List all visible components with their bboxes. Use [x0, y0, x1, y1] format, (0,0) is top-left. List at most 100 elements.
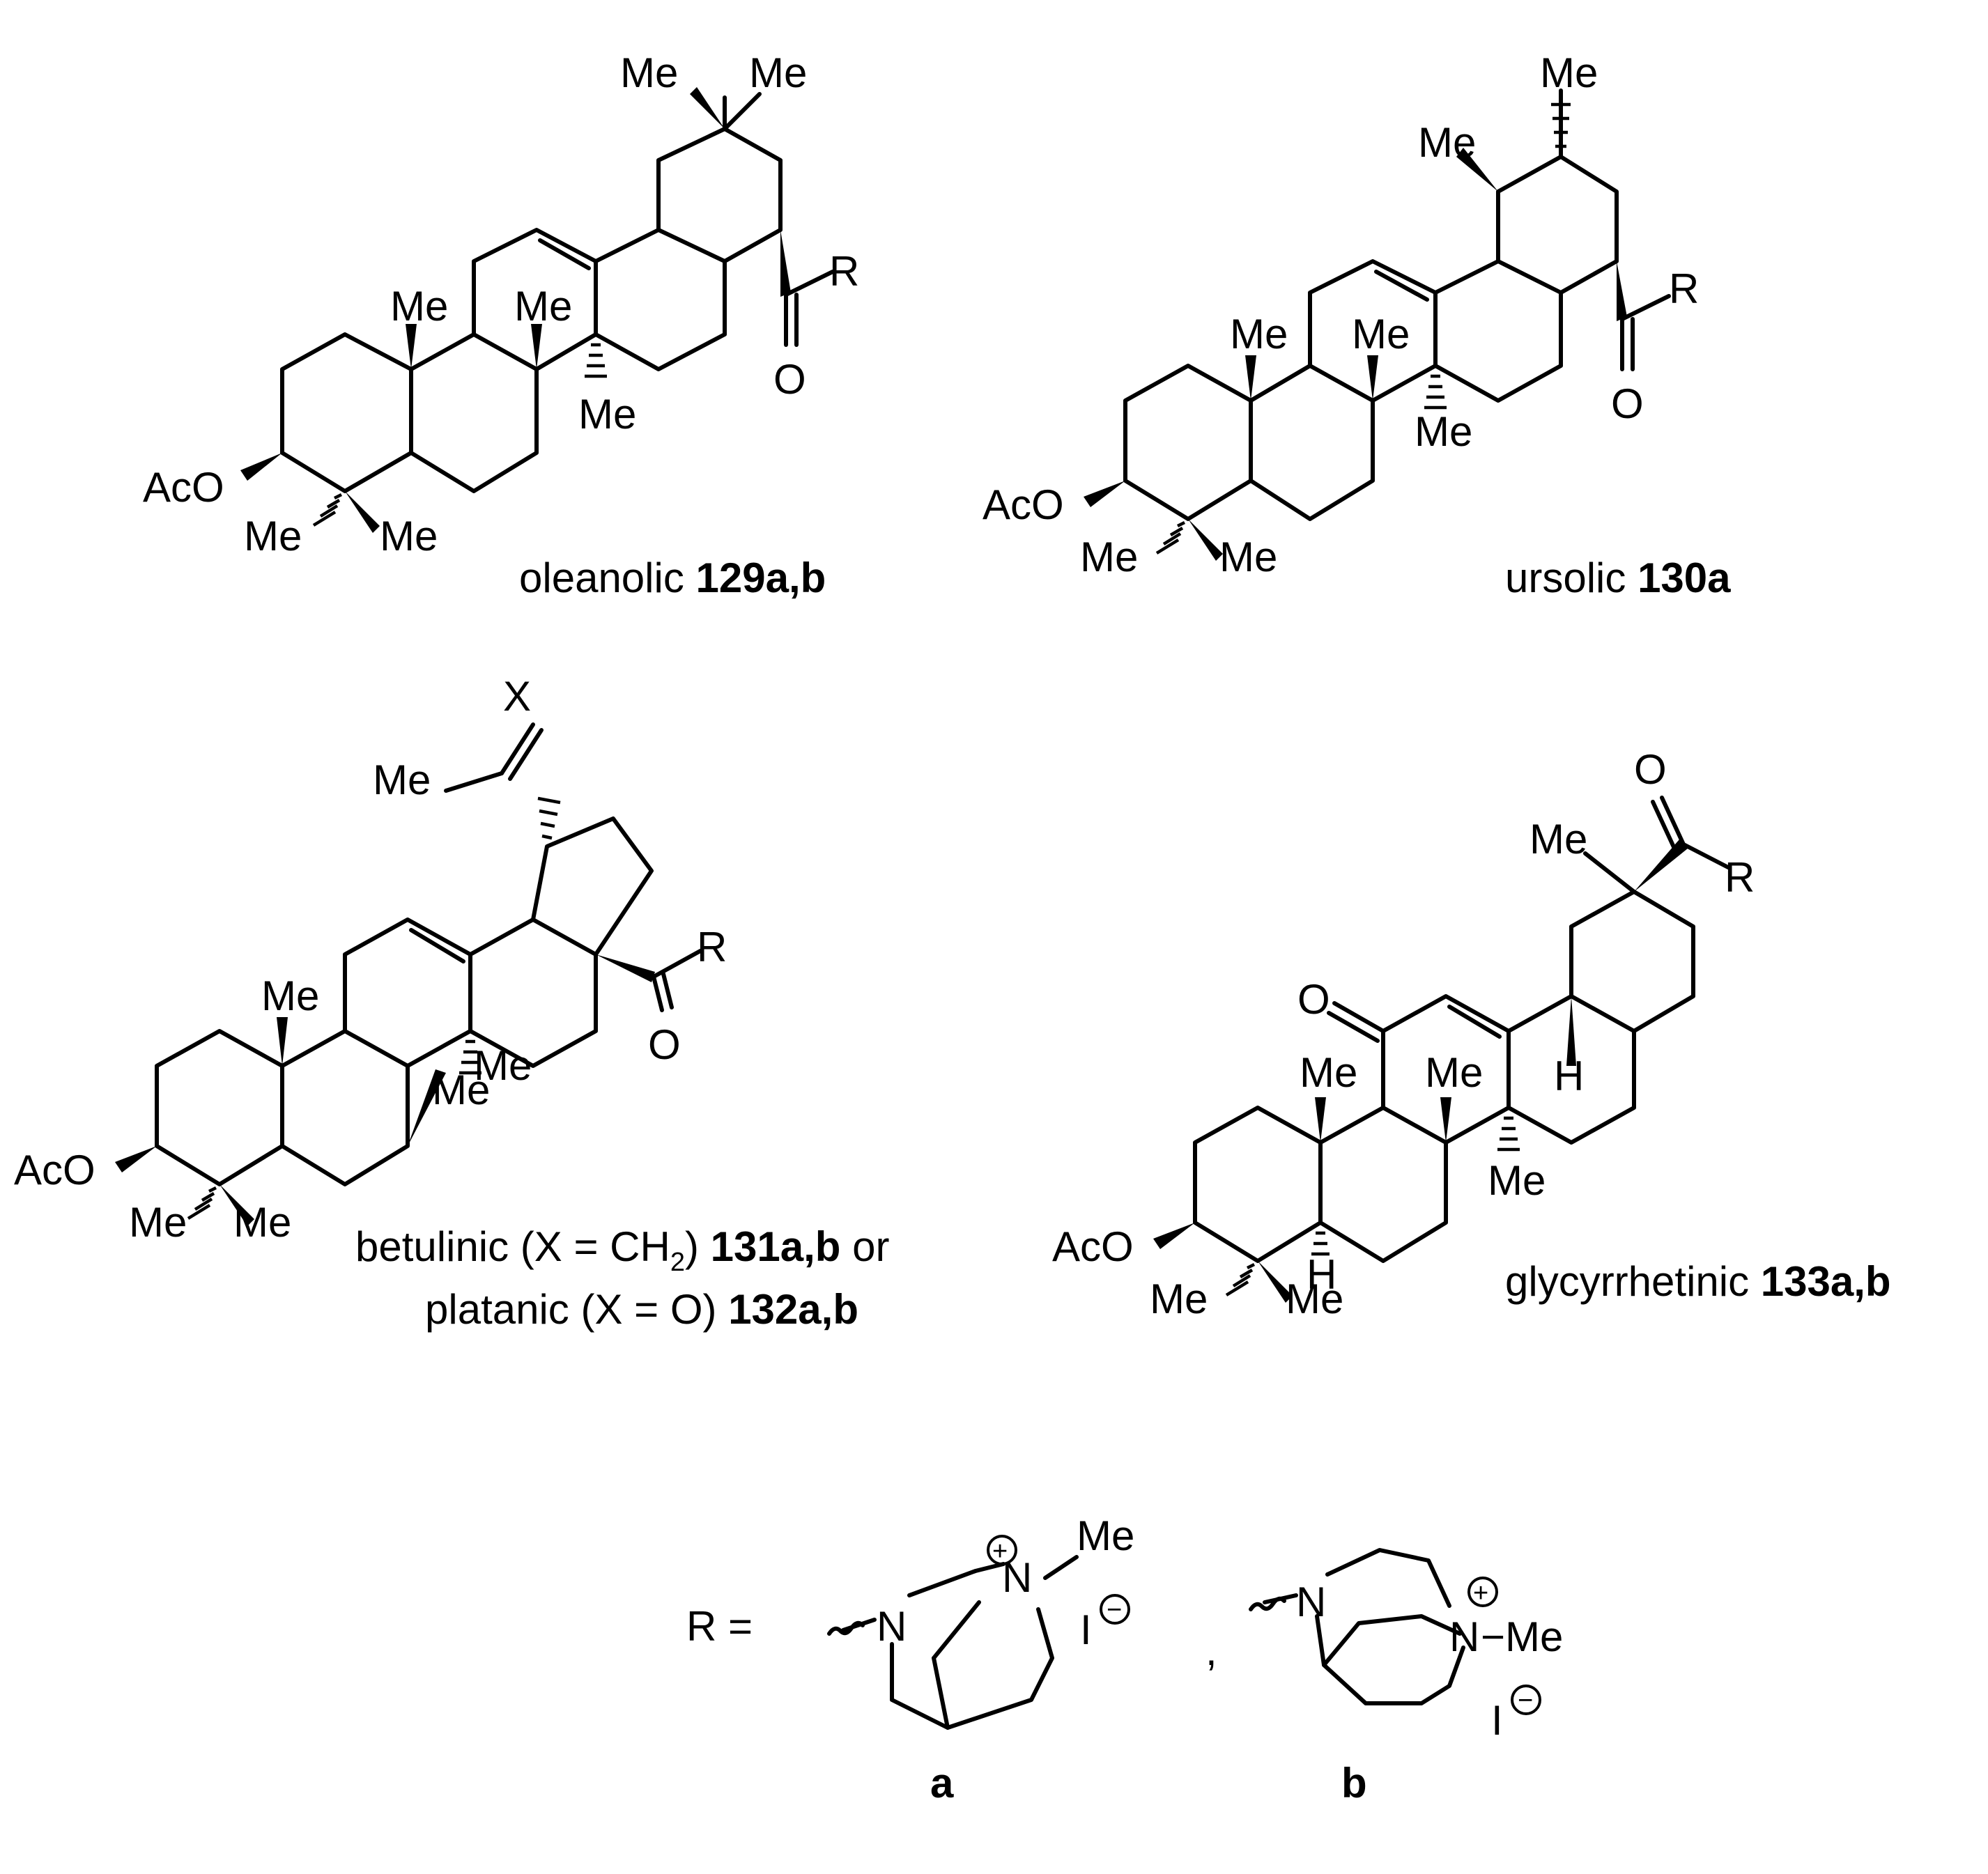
hash-bond	[1497, 1116, 1520, 1152]
atom-label-me: Me	[1150, 1276, 1208, 1322]
hash-bond	[187, 1186, 217, 1220]
atom-label-me: Me	[261, 973, 319, 1019]
wedge-bond	[1245, 355, 1256, 401]
wedge-bond	[1188, 519, 1223, 561]
positive-charge-icon	[987, 1535, 1017, 1565]
wedge-bond	[1440, 1097, 1451, 1143]
compound-label-ursolic: ursolic 130a	[1505, 555, 1731, 601]
atom-label-o: O	[773, 356, 806, 403]
structure-oleanolic: AcO Me Me Me Me Me Me Me R O oleanolic 1…	[143, 49, 859, 601]
atom-label-aco: AcO	[1052, 1223, 1134, 1270]
wedge-bond	[1153, 1223, 1195, 1249]
atom-label-o: O	[1634, 746, 1667, 793]
atom-label-me: Me	[578, 391, 636, 437]
atom-label-o: O	[1611, 380, 1644, 427]
positive-charge-icon	[1467, 1577, 1498, 1607]
r-group-definition: R = N N Me + I − a , N	[686, 1512, 1563, 1806]
charge-plus: +	[992, 1537, 1008, 1566]
wedge-bond	[1617, 261, 1627, 321]
atom-label-me: Me	[1219, 534, 1277, 580]
atom-label-me: Me	[749, 49, 807, 96]
atom-label-me: Me	[514, 283, 572, 330]
negative-charge-icon	[1511, 1685, 1541, 1715]
wedge-bond	[406, 324, 417, 369]
atom-label-me: Me	[244, 513, 302, 559]
atom-label-me: Me	[1352, 311, 1410, 357]
r-group-prefix: R =	[686, 1603, 753, 1650]
atom-label-n-methyl: −Me	[1481, 1613, 1563, 1660]
atom-label-h: H	[1307, 1251, 1336, 1298]
atom-label-r: R	[1669, 265, 1699, 312]
atom-label-iodide: I	[1080, 1606, 1092, 1653]
hash-bond	[1155, 520, 1186, 555]
r-group-label-a: a	[930, 1760, 954, 1806]
atom-label-me: Me	[474, 1042, 532, 1089]
hash-bond	[459, 1039, 481, 1075]
atom-label-n: N	[1449, 1613, 1479, 1660]
charge-minus: −	[1518, 1686, 1533, 1715]
compound-label-oleanolic: oleanolic 129a,b	[519, 555, 826, 601]
compound-label-platanic: platanic (X = O) 132a,b	[425, 1286, 858, 1333]
structure-betulinic-platanic: X Me R O AcO Me Me Me Me Me betulinic (X…	[14, 673, 889, 1333]
atom-label-aco: AcO	[983, 481, 1064, 528]
atom-label-r: R	[1725, 854, 1755, 901]
r-group-b: N N −Me + I − b	[1249, 1548, 1563, 1806]
atom-label-r: R	[697, 924, 727, 970]
atom-label-me: Me	[1080, 534, 1138, 580]
wedge-bond	[115, 1146, 157, 1172]
r-group-separator: ,	[1205, 1627, 1217, 1674]
hash-bond	[1225, 1262, 1256, 1296]
wedge-bond	[240, 453, 282, 481]
atom-label-o: O	[648, 1021, 681, 1068]
hash-bond	[1424, 374, 1447, 410]
atom-label-me: Me	[1488, 1157, 1546, 1204]
structure-ursolic: AcO Me Me Me Me Me Me Me R O ursolic 130…	[983, 49, 1731, 601]
atom-label-me: Me	[1415, 408, 1472, 455]
atom-label-me: Me	[1540, 49, 1598, 96]
wedge-bond	[1456, 148, 1498, 192]
atom-label-aco: AcO	[143, 464, 224, 511]
compound-label-glycyrrhetinic: glycyrrhetinic 133a,b	[1505, 1258, 1891, 1305]
atom-label-me: Me	[1418, 119, 1476, 166]
atom-label-me: Me	[390, 283, 448, 330]
atom-label-me: Me	[432, 1067, 490, 1113]
compound-label-betulinic: betulinic (X = CH2) 131a,b or	[355, 1223, 889, 1277]
wedge-bond	[531, 324, 542, 369]
wedge-bond	[345, 491, 380, 533]
hash-bond	[312, 493, 343, 527]
wavy-attachment	[827, 1620, 865, 1636]
atom-label-r: R	[829, 248, 859, 295]
wedge-bond	[1634, 839, 1688, 892]
atom-label-me: Me	[1286, 1276, 1343, 1322]
wedge-bond	[1084, 481, 1125, 507]
negative-charge-icon	[1100, 1594, 1130, 1625]
charge-minus: −	[1107, 1595, 1122, 1625]
atom-label-me: Me	[380, 513, 438, 559]
wedge-bond	[780, 230, 791, 297]
wedge-bond	[1258, 1261, 1293, 1303]
wedge-bond	[277, 1017, 288, 1066]
r-group-label-b: b	[1341, 1760, 1367, 1806]
wedge-bond	[1367, 355, 1378, 401]
atom-label-me: Me	[1077, 1512, 1134, 1559]
atom-label-me: Me	[373, 757, 431, 803]
r-group-a: N N Me + I − a	[827, 1512, 1134, 1806]
atom-label-n: N	[877, 1603, 907, 1650]
charge-plus: +	[1473, 1579, 1488, 1608]
wedge-bond	[596, 954, 655, 982]
wedge-bond	[408, 1069, 446, 1146]
atom-label-me: Me	[1300, 1049, 1357, 1096]
wedge-bond	[690, 87, 725, 129]
wedge-bond	[1566, 996, 1576, 1066]
atom-label-me: Me	[620, 49, 678, 96]
atom-label-me: Me	[233, 1199, 291, 1246]
atom-label-aco: AcO	[14, 1147, 95, 1193]
hash-bond	[1311, 1231, 1330, 1256]
hash-bond	[585, 343, 607, 378]
atom-label-me: Me	[1230, 311, 1288, 357]
structure-glycyrrhetinic: O Me R O Me Me H Me H AcO Me Me glycyrrh…	[1052, 746, 1891, 1322]
hash-bond	[537, 796, 561, 840]
hash-bond	[1551, 102, 1571, 148]
wedge-bond	[1315, 1097, 1326, 1143]
